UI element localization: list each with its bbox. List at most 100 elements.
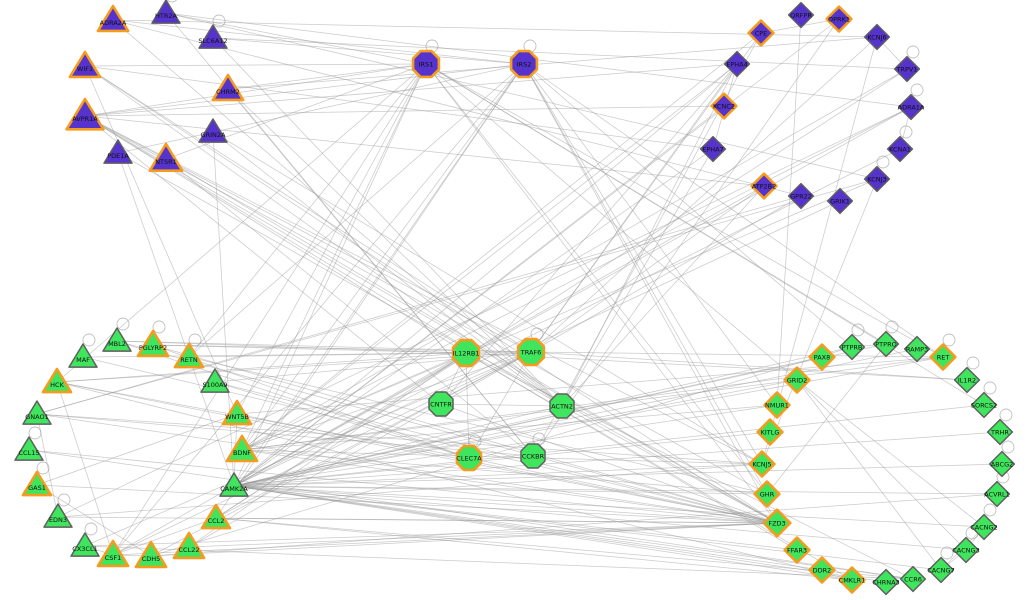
- node-TRAF6[interactable]: [516, 337, 546, 367]
- node-CSF1[interactable]: [96, 539, 130, 568]
- node-RETN[interactable]: [173, 342, 205, 369]
- node-ADRA2A[interactable]: [96, 4, 130, 33]
- edge-CAMK2A-SORCS2: [233, 404, 985, 487]
- node-OPRK1[interactable]: [825, 5, 853, 33]
- node-IL12RB1[interactable]: [451, 338, 481, 368]
- edge-BDNF-TRPV1: [241, 68, 908, 451]
- node-GHR[interactable]: [753, 480, 781, 508]
- node-ABCG2[interactable]: [988, 450, 1016, 478]
- node-ACVRL1[interactable]: [983, 480, 1011, 508]
- node-CCL15[interactable]: [14, 436, 44, 461]
- node-CX3CL1[interactable]: [70, 532, 100, 557]
- edge-CAMK2A-OPRK1: [233, 18, 840, 487]
- edge-IRS1-NTSR1: [165, 63, 427, 160]
- node-WIF1[interactable]: [68, 50, 102, 79]
- node-CCKBR[interactable]: [520, 443, 546, 469]
- node-CCL2[interactable]: [200, 503, 232, 530]
- node-S100A9[interactable]: [200, 368, 230, 393]
- node-CLEC7A[interactable]: [455, 444, 483, 472]
- node-PTPRO[interactable]: [872, 330, 900, 358]
- node-KCNJ5[interactable]: [748, 450, 776, 478]
- node-SORCS2[interactable]: [970, 391, 998, 419]
- self-loop-CACNG7: [940, 546, 954, 560]
- node-DDR2[interactable]: [808, 556, 836, 584]
- edge-QRFPR-NMUR1: [776, 14, 802, 406]
- edge-IRS2-KCNJ5: [523, 63, 763, 465]
- node-CNTFR[interactable]: [428, 391, 454, 417]
- edge-IRS1-GHR: [425, 63, 768, 495]
- node-PTPRB[interactable]: [838, 333, 866, 361]
- node-CCR6[interactable]: [899, 565, 927, 593]
- node-ADRA1A[interactable]: [897, 93, 925, 121]
- node-WNT5B[interactable]: [221, 399, 253, 426]
- edge-IL12RB1-HCK: [56, 352, 467, 383]
- node-EPHA4[interactable]: [723, 50, 751, 78]
- edge-WIF1-WNT5B: [84, 65, 238, 415]
- node-KCNA1[interactable]: [886, 135, 914, 163]
- node-EDN3[interactable]: [43, 503, 73, 528]
- node-CDH5[interactable]: [134, 540, 168, 569]
- node-CACNG3[interactable]: [952, 536, 980, 564]
- node-EPHA7[interactable]: [699, 135, 727, 163]
- node-HTR2A[interactable]: [151, 0, 181, 24]
- node-IL1R2[interactable]: [953, 366, 981, 394]
- node-HCK[interactable]: [41, 367, 73, 394]
- node-GAS1[interactable]: [21, 470, 53, 497]
- node-TRHR[interactable]: [986, 418, 1014, 446]
- node-IRS2[interactable]: [509, 49, 539, 79]
- node-NMUR1[interactable]: [763, 391, 791, 419]
- node-NTSR1[interactable]: [148, 142, 184, 172]
- edge-IRS1-RET: [425, 63, 944, 358]
- edge-KCNJ3-GNAO1: [36, 178, 878, 415]
- node-AVPR1A[interactable]: [65, 97, 105, 131]
- edge-BDNF-TRAF6: [241, 351, 532, 451]
- node-RAMP3[interactable]: [903, 335, 931, 363]
- edge-WIF1-EPHA7: [84, 65, 714, 150]
- node-CMKLR1[interactable]: [838, 566, 866, 594]
- node-IRS1[interactable]: [411, 49, 441, 79]
- node-RET[interactable]: [929, 343, 957, 371]
- node-CCL22[interactable]: [172, 531, 206, 560]
- node-GRIN2A[interactable]: [198, 118, 228, 143]
- node-MAF[interactable]: [68, 343, 98, 368]
- edge-AVPR1A-EPHA4: [84, 63, 738, 117]
- node-GPR22[interactable]: [787, 182, 815, 210]
- node-PDE1A[interactable]: [103, 139, 133, 164]
- node-QRFPR[interactable]: [787, 1, 815, 29]
- node-FFAR3[interactable]: [783, 536, 811, 564]
- edge-IRS2-NMUR1: [523, 63, 778, 406]
- edge-PGLYRP2-CLEC7A: [152, 344, 470, 459]
- edge-CHRM2-CCKBR: [227, 88, 534, 457]
- edge-CAMK2A-ACVRL1: [233, 485, 998, 495]
- label-layer: ADRA2AHTR2ASLC6A12WIF1CHRM2AVPR1AGRIN2AP…: [19, 12, 1014, 587]
- edge-CCL2-CMKLR1: [215, 517, 853, 581]
- node-GRIK1[interactable]: [826, 187, 854, 215]
- node-FZD3[interactable]: [762, 508, 792, 538]
- edge-IL12RB1-FFAR3: [465, 352, 798, 551]
- edge-FZD3-CCL15: [28, 449, 778, 524]
- node-GRID2[interactable]: [783, 366, 811, 394]
- node-KCNJ3[interactable]: [863, 165, 891, 193]
- node-KITLG[interactable]: [756, 418, 784, 446]
- node-CHRM2[interactable]: [211, 73, 245, 102]
- edge-CAMK2A-GHR: [233, 485, 768, 495]
- node-KCNC2[interactable]: [710, 92, 738, 120]
- node-KCNJ6[interactable]: [863, 23, 891, 51]
- node-SLC6A12[interactable]: [198, 24, 228, 49]
- edge-ADRA2A-GPR22: [112, 19, 802, 197]
- node-CAMK2A[interactable]: [219, 472, 249, 497]
- node-PAX8[interactable]: [808, 343, 836, 371]
- node-CACNG7[interactable]: [927, 556, 955, 584]
- node-ACTN2[interactable]: [549, 393, 575, 419]
- node-CACNG2[interactable]: [970, 513, 998, 541]
- node-TRPV1[interactable]: [893, 55, 921, 83]
- node-ATP2B2[interactable]: [750, 172, 778, 200]
- node-GNAO1[interactable]: [22, 400, 52, 425]
- self-loop-RET: [942, 333, 956, 347]
- node-CHRNA3[interactable]: [872, 568, 900, 596]
- node-BDNF[interactable]: [225, 434, 259, 463]
- node-MBL2[interactable]: [102, 327, 132, 352]
- node-PGLYRP2[interactable]: [136, 329, 170, 358]
- node-CPE[interactable]: [747, 19, 775, 47]
